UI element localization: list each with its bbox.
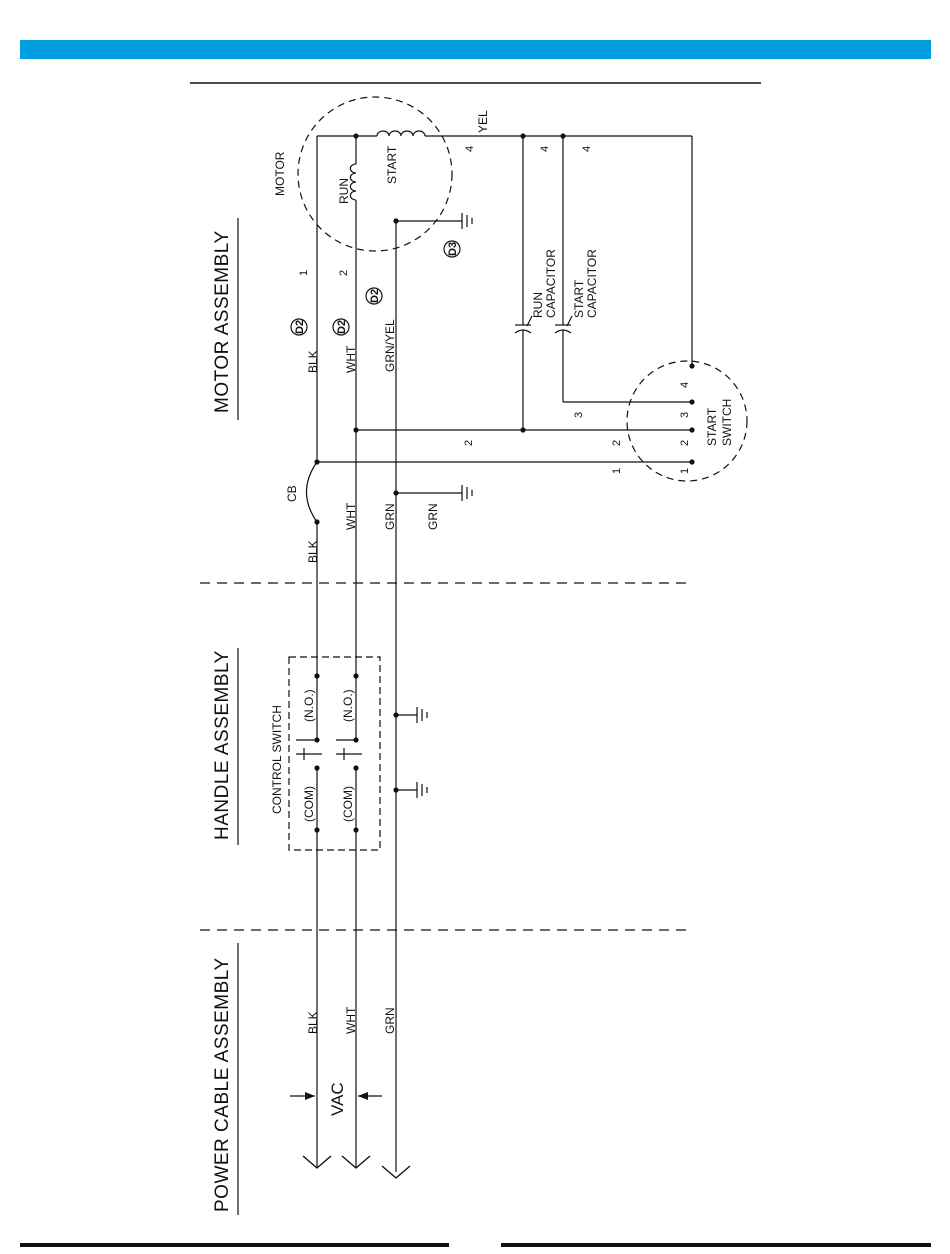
- junction-dot: [689, 363, 694, 368]
- d2-tag: D2: [366, 288, 382, 304]
- start-winding: [377, 131, 425, 136]
- svg-text:MOTOR ASSEMBLY: MOTOR ASSEMBLY: [212, 230, 233, 413]
- section-title-motor: MOTOR ASSEMBLY: [212, 218, 238, 420]
- junction-dot: [314, 765, 319, 770]
- svg-text:D3: D3: [447, 242, 459, 256]
- junction-dot: [314, 673, 319, 678]
- blk-wire-label: BLK: [306, 1011, 320, 1034]
- terminal-1-label: 1: [611, 468, 623, 474]
- grn-wire-label: GRN: [426, 503, 440, 530]
- svg-text:D2: D2: [369, 289, 381, 303]
- junction-dot: [353, 737, 358, 742]
- run-capacitor-label: RUN: [531, 292, 545, 318]
- terminal-2-label: 2: [463, 440, 475, 446]
- run-capacitor: [515, 136, 532, 430]
- terminal-3-label: 3: [573, 412, 585, 418]
- d2-tag: D2: [333, 319, 349, 335]
- motor-label: MOTOR: [273, 151, 287, 196]
- start-switch-label: START: [705, 407, 719, 446]
- junction-dot: [353, 133, 358, 138]
- svg-text:D2: D2: [294, 320, 306, 334]
- no-label: (N.O.): [341, 689, 355, 722]
- terminal-4-label: 4: [679, 382, 691, 388]
- junction-dot: [689, 399, 694, 404]
- header-bar: [20, 40, 931, 59]
- wht-wire-label: WHT: [344, 345, 358, 373]
- yel-wire-label: YEL: [476, 110, 490, 133]
- junction-dot: [393, 712, 398, 717]
- grn-wire-label: GRN: [383, 1007, 397, 1034]
- com-label: (COM): [302, 786, 316, 822]
- start-capacitor: [555, 136, 692, 402]
- wht-wire-label: WHT: [344, 1006, 358, 1034]
- no-label: (N.O.): [302, 689, 316, 722]
- junction-dot: [314, 827, 319, 832]
- junction-dot: [353, 827, 358, 832]
- vac-label: VAC: [328, 1082, 347, 1116]
- svg-text:HANDLE ASSEMBLY: HANDLE ASSEMBLY: [212, 650, 233, 840]
- run-winding-label: RUN: [337, 178, 351, 204]
- section-title-handle: HANDLE ASSEMBLY: [212, 648, 238, 845]
- start-winding-label: START: [385, 145, 399, 184]
- ground-icon: [462, 485, 472, 501]
- junction-dot: [353, 765, 358, 770]
- com-label: (COM): [341, 786, 355, 822]
- motor-ground-wire: [396, 221, 462, 1172]
- junction-dot: [393, 490, 398, 495]
- circuit-breaker: [307, 462, 318, 522]
- motor-outline: [298, 97, 452, 251]
- start-capacitor-label: START: [572, 279, 586, 318]
- control-switch-pole-blk: [296, 676, 317, 1160]
- grn-yel-wire-label: GRN/YEL: [383, 319, 397, 372]
- grn-wire-label: GRN: [383, 503, 397, 530]
- circuit-breaker-label: CB: [285, 485, 299, 502]
- terminal-4-label: 4: [464, 146, 476, 152]
- d3-tag: D3: [444, 241, 460, 257]
- terminal-3-label: 3: [679, 412, 691, 418]
- junction-dot: [353, 673, 358, 678]
- svg-text:POWER CABLE ASSEMBLY: POWER CABLE ASSEMBLY: [212, 957, 233, 1212]
- ground-icon: [417, 707, 427, 723]
- junction-dot: [689, 427, 694, 432]
- blk-wire-label: BLK: [306, 540, 320, 563]
- terminal-2-label: 2: [338, 270, 350, 276]
- section-title-power: POWER CABLE ASSEMBLY: [212, 943, 238, 1215]
- ground-icon: [417, 782, 427, 798]
- run-capacitor-label: CAPACITOR: [544, 249, 558, 318]
- terminal-1-label: 1: [298, 270, 310, 276]
- junction-dot: [393, 218, 398, 223]
- junction-dot: [689, 459, 694, 464]
- control-switch-label: CONTROL SWITCH: [270, 705, 284, 814]
- terminal-4-label: 4: [539, 146, 551, 152]
- junction-dot: [393, 787, 398, 792]
- d2-tag: D2: [291, 319, 307, 335]
- terminal-2-label: 2: [611, 440, 623, 446]
- arrowhead-icon: [358, 1092, 368, 1100]
- run-winding: [350, 136, 356, 430]
- ground-icon: [462, 213, 472, 229]
- terminal-2-label: 2: [679, 440, 691, 446]
- blk-wire-label: BLK: [306, 350, 320, 373]
- arrowhead-icon: [305, 1092, 315, 1100]
- junction-dot: [314, 737, 319, 742]
- start-capacitor-label: CAPACITOR: [585, 249, 599, 318]
- terminal-1-label: 1: [679, 468, 691, 474]
- svg-text:D2: D2: [336, 320, 348, 334]
- terminal-4-label: 4: [581, 146, 593, 152]
- start-switch-label: SWITCH: [720, 399, 734, 446]
